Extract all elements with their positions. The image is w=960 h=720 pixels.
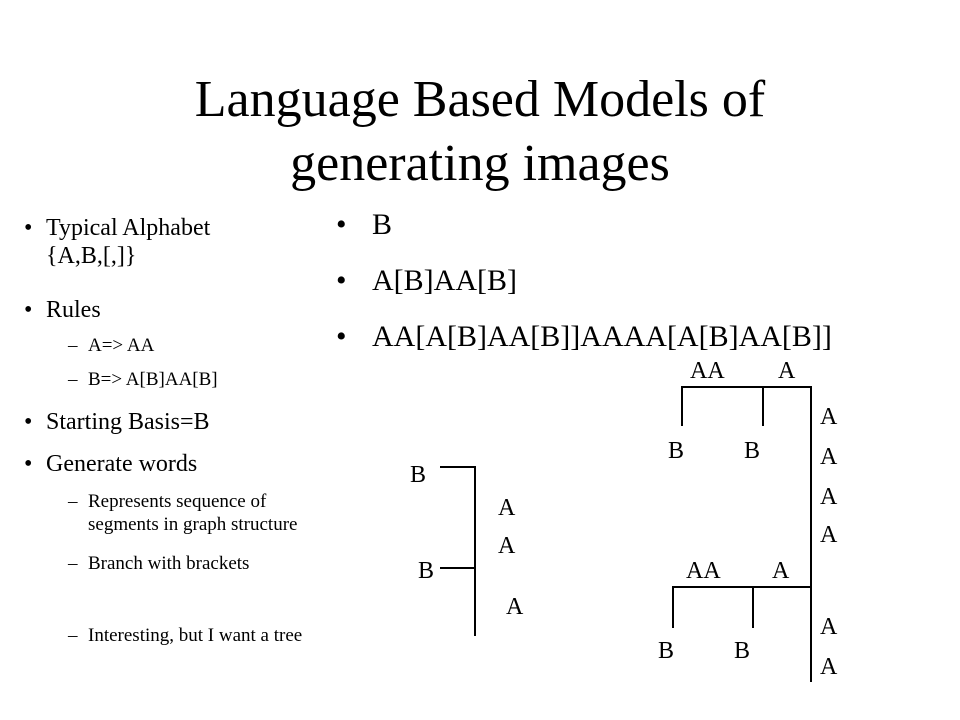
big-tree-top-branch — [681, 386, 683, 426]
bullet-icon: • — [24, 297, 33, 323]
dash-icon: – — [68, 625, 78, 646]
big-tree-label-b: B — [668, 438, 685, 464]
big-tree-trunk — [810, 386, 812, 682]
sub-item-text: A=> AA — [88, 335, 155, 356]
big-tree-label-b: B — [658, 638, 675, 664]
small-tree-label-a: A — [498, 495, 516, 521]
list-item-text: Starting Basis=B — [46, 409, 210, 435]
big-tree-bottom-branch — [752, 586, 754, 628]
small-tree-trunk — [474, 466, 476, 636]
bullet-icon: • — [336, 264, 347, 297]
big-tree-label-a: A — [820, 522, 838, 548]
dash-icon: – — [68, 491, 78, 512]
bullet-icon: • — [24, 215, 33, 241]
list-item-text: Generate words — [46, 451, 198, 477]
small-tree-branch-mid — [440, 567, 476, 569]
big-tree-top-bar — [681, 386, 811, 388]
sub-item-text: Represents sequence of — [88, 491, 267, 512]
sub-item-text: segments in graph structure — [88, 514, 298, 535]
bullet-icon: • — [24, 409, 33, 435]
big-tree-label-a: A — [772, 558, 790, 584]
dash-icon: – — [68, 335, 78, 356]
sub-item-text: Branch with brackets — [88, 553, 250, 574]
word-text: A[B]AA[B] — [372, 264, 517, 297]
big-tree-label-b: B — [734, 638, 751, 664]
sub-item-text: B=> A[B]AA[B] — [88, 369, 218, 390]
bullet-icon: • — [336, 320, 347, 353]
small-tree-label-a: A — [498, 533, 516, 559]
big-tree-bottom-branch — [672, 586, 674, 628]
dash-icon: – — [68, 553, 78, 574]
big-tree-label-a: A — [820, 404, 838, 430]
bullet-icon: • — [336, 208, 347, 241]
list-item-text: Rules — [46, 297, 101, 323]
slide-title: Language Based Models of generating imag… — [0, 68, 960, 196]
big-tree-label-a: A — [820, 654, 838, 680]
dash-icon: – — [68, 369, 78, 390]
word-text: B — [372, 208, 393, 241]
title-line-1: Language Based Models of — [194, 71, 766, 128]
small-tree-label-b: B — [418, 558, 435, 584]
small-tree-label-a: A — [506, 594, 524, 620]
big-tree-label-aa: AA — [690, 358, 725, 384]
big-tree-label-a: A — [820, 614, 838, 640]
sub-item-text: Interesting, but I want a tree — [88, 625, 303, 646]
big-tree-label-a: A — [778, 358, 796, 384]
list-item-text: Typical Alphabet — [46, 215, 211, 241]
list-item-text: {A,B,[,]} — [46, 243, 137, 269]
big-tree-label-a: A — [820, 484, 838, 510]
big-tree-top-branch — [762, 386, 764, 426]
big-tree-bottom-bar — [672, 586, 812, 588]
word-text: AA[A[B]AA[B]]AAAA[A[B]AA[B]] — [372, 320, 832, 353]
title-line-2: generating images — [290, 135, 670, 192]
bullet-icon: • — [24, 451, 33, 477]
small-tree-branch-top — [440, 466, 476, 468]
big-tree-label-aa: AA — [686, 558, 721, 584]
big-tree-label-a: A — [820, 444, 838, 470]
big-tree-label-b: B — [744, 438, 761, 464]
small-tree-label-b: B — [410, 462, 427, 488]
